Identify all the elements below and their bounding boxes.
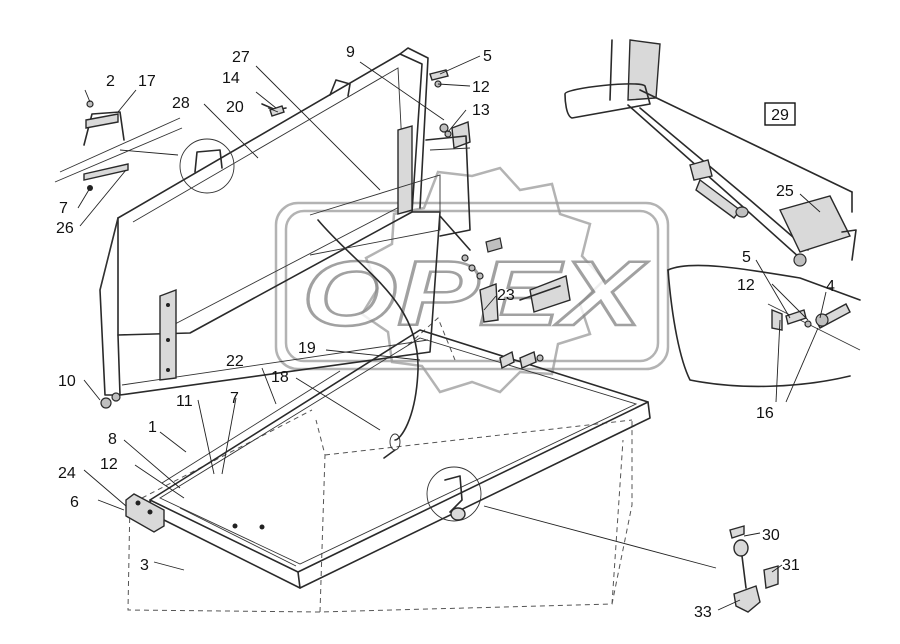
callout-5a: 5 xyxy=(483,48,492,65)
callout-5b: 5 xyxy=(742,249,751,266)
callout-7b: 7 xyxy=(230,390,239,407)
callout-14: 14 xyxy=(222,70,240,87)
watermark: OPEX xyxy=(274,166,670,394)
callout-12b: 12 xyxy=(100,456,118,473)
callout-12c: 12 xyxy=(737,277,755,294)
callout-numbers: 1 2 3 4 5 5 6 7 7 8 9 10 11 12 12 12 13 … xyxy=(56,44,835,621)
boxed-label: 29 xyxy=(764,102,796,126)
leader-lines xyxy=(77,55,827,611)
callout-7a: 7 xyxy=(59,200,68,217)
lower-bin xyxy=(127,317,633,613)
callout-27: 27 xyxy=(232,49,250,66)
latch-parts xyxy=(729,525,779,613)
callout-13: 13 xyxy=(472,102,490,119)
callout-20: 20 xyxy=(226,99,244,116)
callout-33: 33 xyxy=(694,604,712,621)
svg-text:29: 29 xyxy=(771,107,789,124)
callout-3: 3 xyxy=(140,557,149,574)
watermark-text: OPEX xyxy=(302,243,648,345)
callout-31: 31 xyxy=(782,557,800,574)
callout-1: 1 xyxy=(148,419,157,436)
callout-26: 26 xyxy=(56,220,74,237)
callout-22: 22 xyxy=(226,353,244,370)
callout-19: 19 xyxy=(298,340,316,357)
callout-23: 23 xyxy=(497,287,515,304)
lever-detail xyxy=(564,39,857,267)
callout-11: 11 xyxy=(176,393,193,410)
callout-2: 2 xyxy=(106,73,115,90)
callout-6: 6 xyxy=(70,494,79,511)
callout-17: 17 xyxy=(138,73,156,90)
callout-8: 8 xyxy=(108,431,117,448)
callout-30: 30 xyxy=(762,527,780,544)
callout-4: 4 xyxy=(826,278,835,295)
cable-and-linkage xyxy=(317,215,717,569)
callout-18: 18 xyxy=(271,369,289,386)
handle-detail xyxy=(54,100,235,194)
bottom-lid xyxy=(125,329,651,589)
callout-16: 16 xyxy=(756,405,774,422)
top-lid xyxy=(99,47,441,409)
callout-10: 10 xyxy=(58,373,76,390)
callout-9: 9 xyxy=(346,44,355,61)
callout-28: 28 xyxy=(172,95,190,112)
callout-24: 24 xyxy=(58,465,76,482)
callout-12a: 12 xyxy=(472,79,490,96)
callout-25: 25 xyxy=(776,183,794,200)
